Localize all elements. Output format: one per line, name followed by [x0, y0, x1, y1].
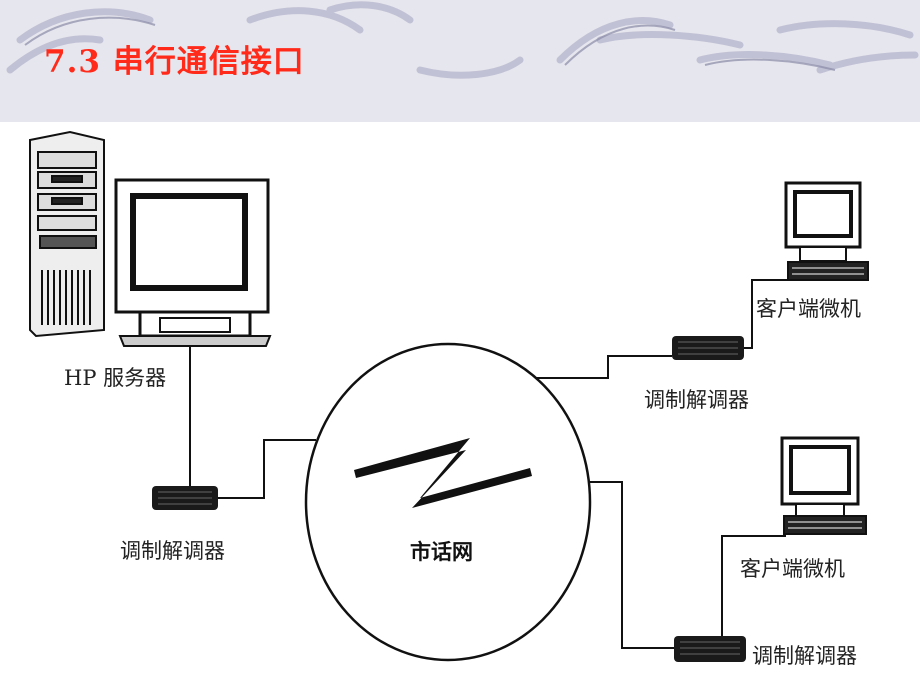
modem-top-icon — [672, 336, 744, 360]
modem-bottom-icon — [674, 636, 746, 662]
network-cloud — [304, 342, 592, 662]
client-top-computer-icon — [784, 181, 869, 281]
server-monitor-icon — [114, 178, 272, 347]
network-label: 市话网 — [410, 540, 473, 564]
modem-bottom-label: 调制解调器 — [752, 644, 857, 668]
client-top-label: 客户端微机 — [756, 297, 861, 321]
modem-top-label: 调制解调器 — [644, 388, 749, 412]
connection-lines — [189, 279, 788, 649]
modem-left-icon — [152, 486, 218, 510]
server-label: HP 服务器 — [64, 366, 167, 390]
lightning-icon — [354, 438, 532, 508]
modem-left-label: 调制解调器 — [120, 539, 225, 563]
slide-title: 7.3 串行通信接口 — [44, 44, 305, 80]
client-bottom-label: 客户端微机 — [740, 557, 845, 581]
client-bottom-computer-icon — [780, 436, 867, 535]
server-tower-icon — [29, 130, 105, 338]
